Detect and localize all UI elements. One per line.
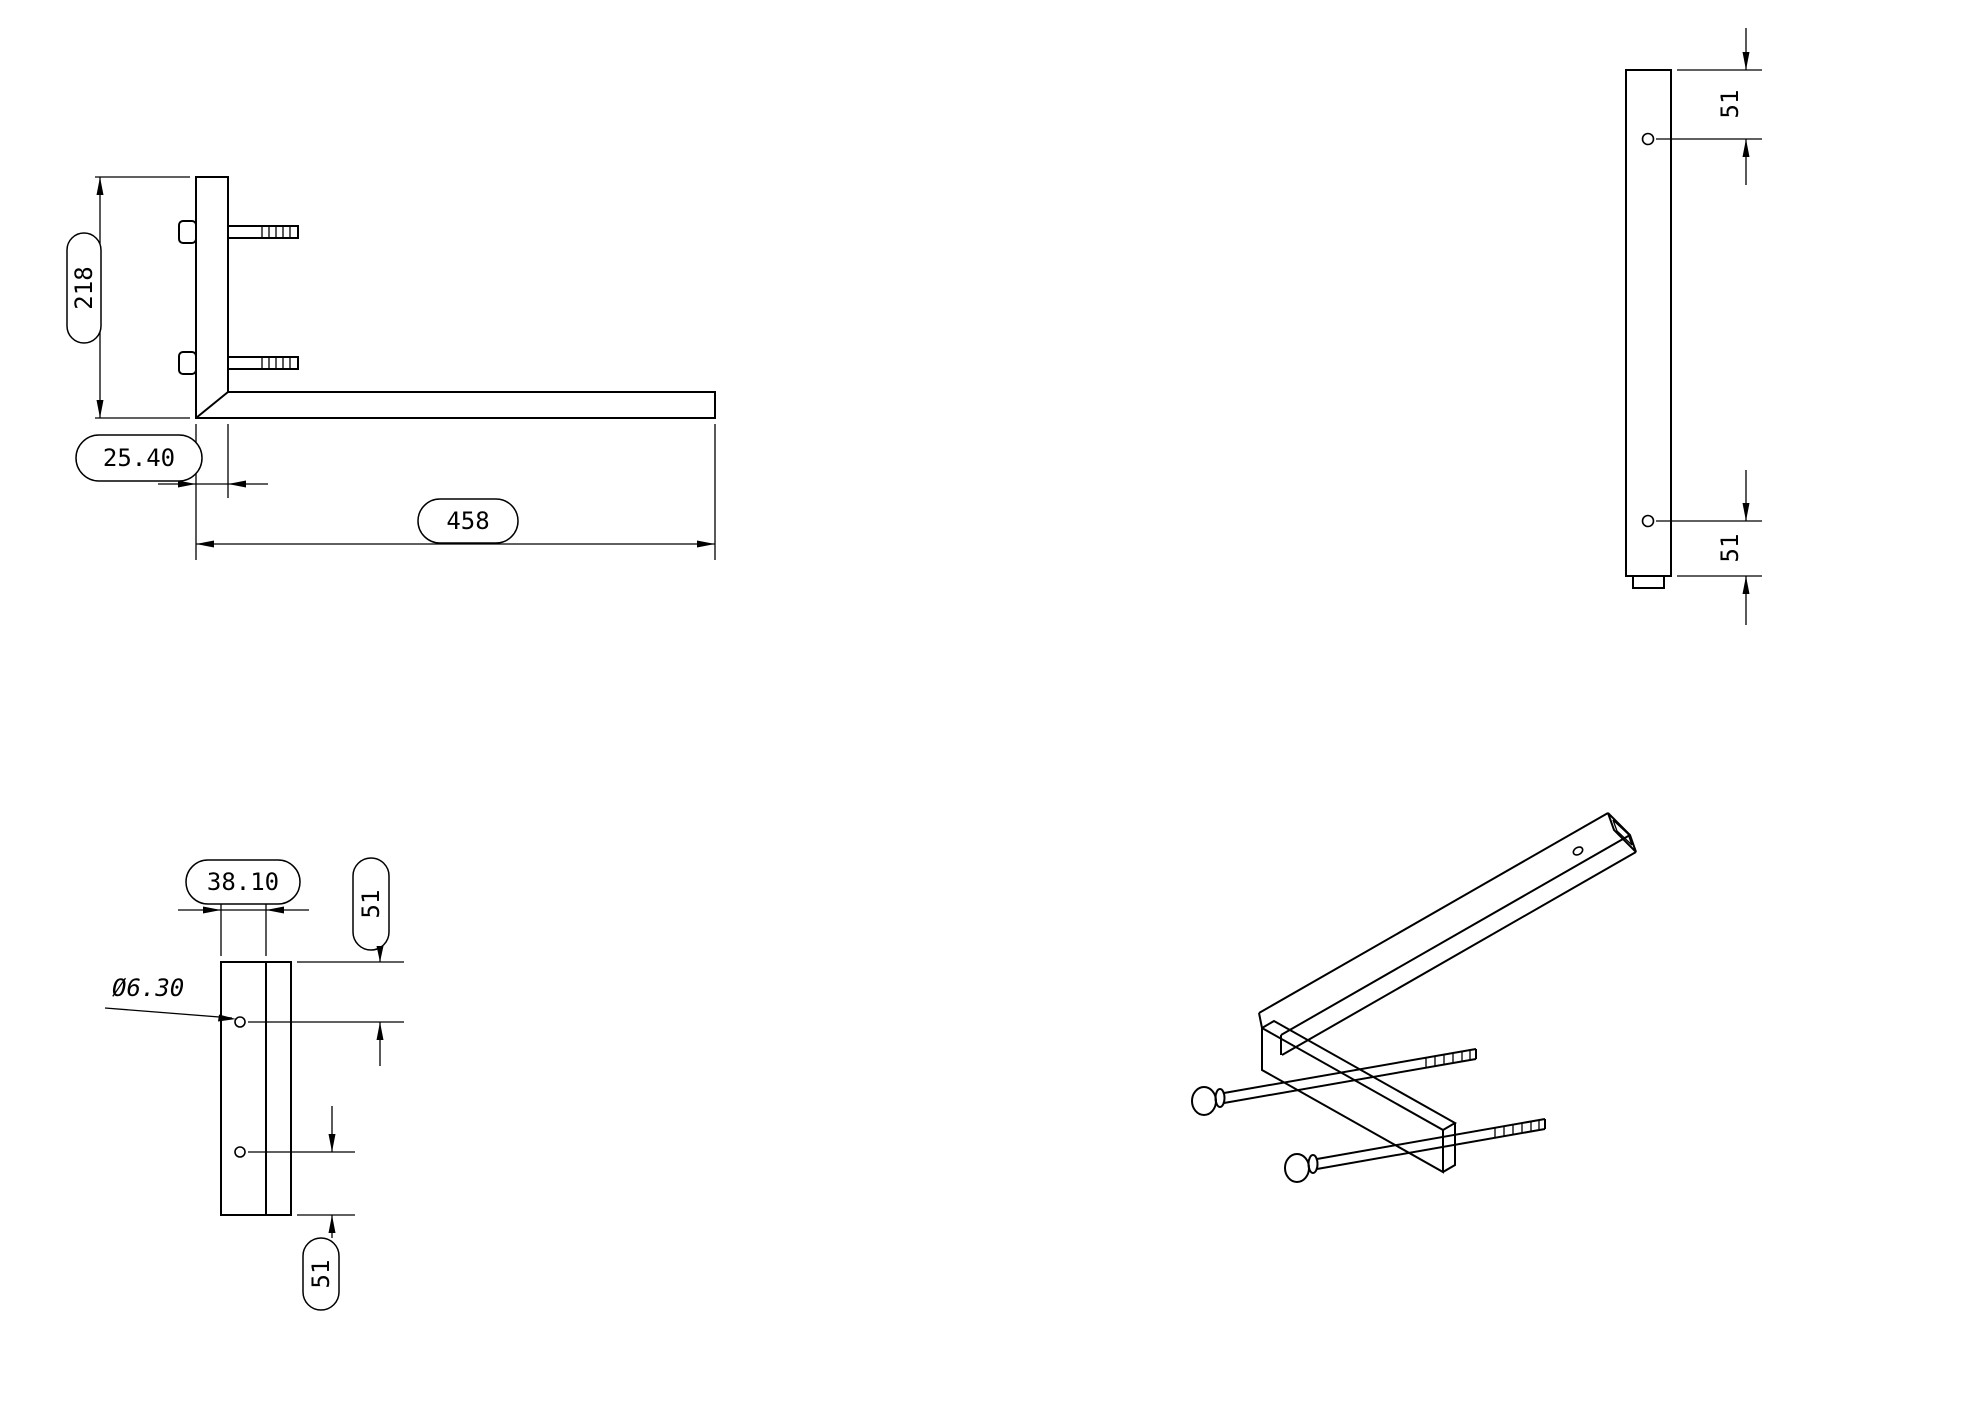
mounting-bolt-top: [178, 220, 299, 244]
plate-outline: [1625, 69, 1672, 577]
dim-arrows: [203, 906, 284, 914]
side-view: 218 25.40 458: [66, 176, 716, 560]
bolt-neck: [1214, 1088, 1226, 1108]
dim-balloon: [352, 857, 390, 951]
bolt-shaft: [227, 356, 299, 370]
dim-value: 51: [1716, 90, 1744, 119]
bolt-head: [1284, 1153, 1310, 1183]
plate-faces: [1261, 1019, 1458, 1174]
dim-value: 458: [446, 507, 489, 535]
dim-lines: [1656, 470, 1762, 625]
dim-balloon: [185, 859, 301, 905]
bolt-head: [1191, 1086, 1217, 1116]
dim-value: 51: [357, 890, 385, 919]
arm-end-cap: [1607, 812, 1637, 853]
top-hole: [1641, 132, 1655, 146]
dim-value: Ø6.30: [112, 974, 184, 1002]
bracket-outline: [195, 176, 716, 419]
leader-line: [104, 1007, 233, 1019]
arm-end-inner: [1612, 819, 1633, 846]
bolt-shaft: [227, 225, 299, 239]
arm-edges: [1258, 812, 1637, 1056]
dim-lines: [248, 950, 404, 1066]
dim-value: 218: [70, 266, 98, 309]
bolt-shaft: [1223, 1048, 1477, 1104]
dim-hole-diameter: Ø6.30: [104, 974, 236, 1022]
dim-arrows: [376, 946, 384, 1040]
leader-arrow: [218, 1014, 236, 1022]
arm-hole: [1572, 846, 1584, 856]
bolt-threads: [1494, 1120, 1540, 1138]
dim-lines: [178, 898, 309, 956]
bolt-threads: [1425, 1050, 1471, 1068]
iso-bolt-lower: [1284, 1118, 1546, 1183]
iso-arm: [1258, 812, 1637, 1056]
bolt-threads: [261, 358, 291, 368]
end-view: 51 51: [1625, 28, 1762, 625]
iso-bolt-upper: [1191, 1048, 1477, 1116]
bolt-head: [178, 220, 197, 244]
dim-lines: [248, 1106, 355, 1238]
dim-edge-offset: 38.10: [178, 859, 309, 956]
foot: [1632, 575, 1665, 589]
dim-top-hole: 51: [1656, 28, 1762, 185]
bottom-hole: [234, 1146, 246, 1158]
dim-arrows: [178, 480, 246, 488]
dim-balloon: [302, 1237, 340, 1311]
dim-lines: [95, 176, 190, 419]
mounting-bolt-bottom: [178, 351, 299, 375]
dim-height: 218: [66, 176, 190, 419]
dim-bottom-hole: 51: [248, 1106, 355, 1311]
bolt-neck: [1307, 1154, 1319, 1174]
dim-balloon: [66, 232, 102, 344]
dim-length: 458: [195, 424, 716, 560]
top-hole: [234, 1016, 246, 1028]
dim-value: 51: [307, 1260, 335, 1289]
dim-bottom-hole: 51: [1656, 470, 1762, 625]
dim-lines: [1656, 28, 1762, 185]
dim-lines: [195, 424, 716, 560]
dim-balloon: [417, 498, 519, 544]
isometric-view: [1191, 812, 1637, 1183]
bolt-threads: [261, 227, 291, 237]
iso-plate: [1261, 1019, 1458, 1174]
dim-value: 25.40: [103, 444, 175, 472]
bottom-hole: [1641, 514, 1655, 528]
bolt-head: [178, 351, 197, 375]
dim-balloon: [75, 434, 203, 482]
dim-arrows: [328, 1134, 336, 1233]
bolt-shaft: [1316, 1118, 1546, 1170]
dim-value: 38.10: [207, 868, 279, 896]
face-view: 38.10 51 Ø6.30 51: [104, 857, 404, 1311]
dim-thickness: 25.40: [75, 424, 268, 498]
dim-value: 51: [1716, 534, 1744, 563]
plate-outline: [220, 961, 292, 1216]
dim-top-hole: 51: [248, 857, 404, 1066]
